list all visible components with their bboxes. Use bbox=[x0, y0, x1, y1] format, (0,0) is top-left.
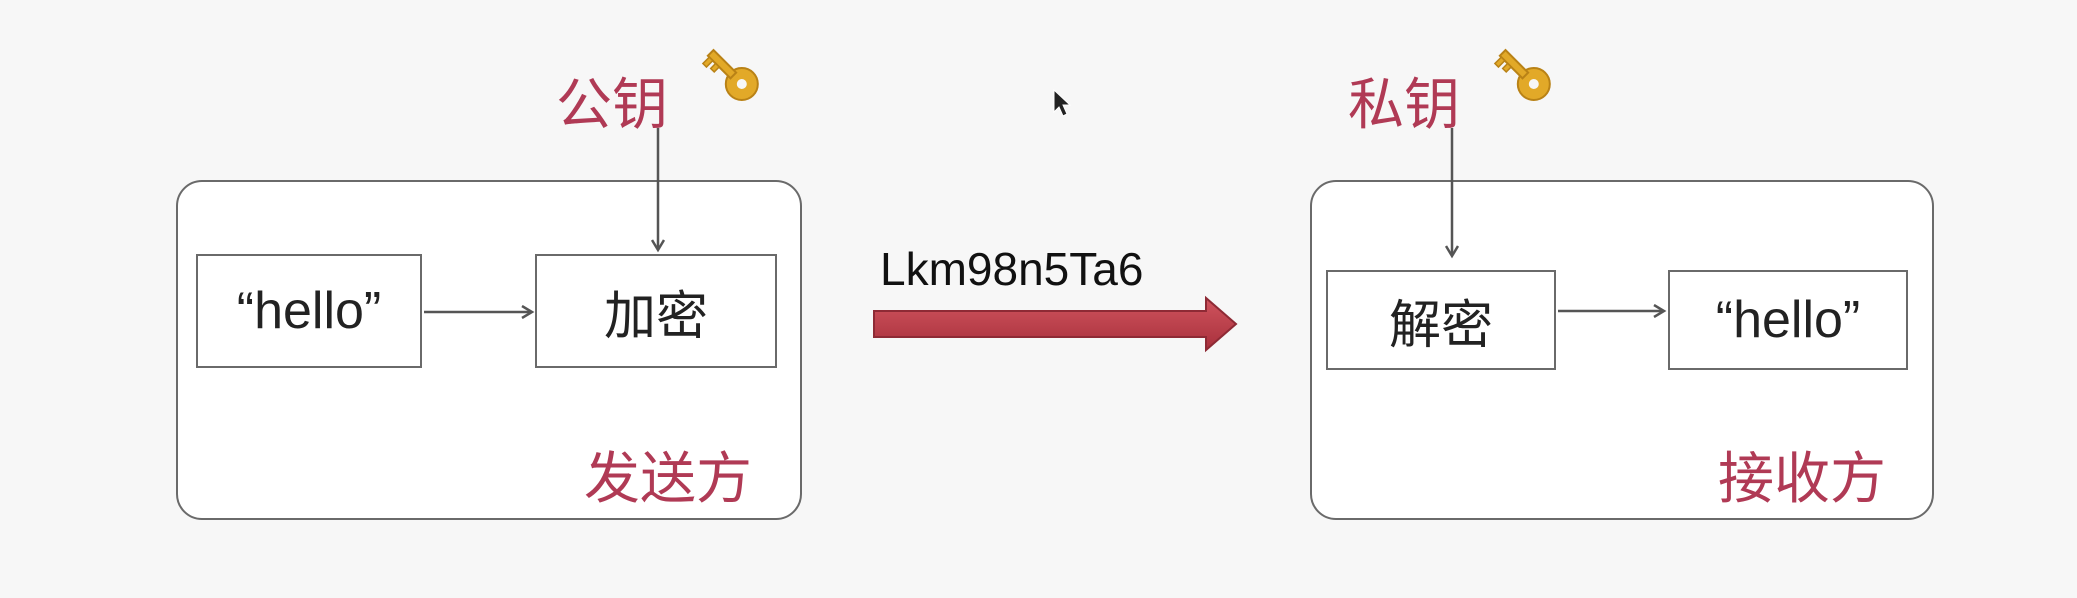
key-icon bbox=[701, 48, 759, 101]
key-icon bbox=[1493, 48, 1551, 101]
mouse-cursor-icon bbox=[1053, 88, 1072, 117]
receiver-role-label: 接收方 bbox=[1718, 447, 1886, 510]
receiver-plaintext: “hello” bbox=[1715, 291, 1861, 349]
sender-plaintext: “hello” bbox=[236, 282, 382, 340]
sender-plaintext-box: “hello” bbox=[196, 254, 422, 368]
public-key-label: 公钥 bbox=[556, 73, 668, 136]
decrypt-label: 解密 bbox=[1388, 296, 1493, 355]
transfer-arrow bbox=[873, 295, 1238, 353]
sender-role-label: 发送方 bbox=[584, 447, 752, 510]
encrypt-box: 加密 bbox=[535, 254, 777, 368]
decrypt-box: 解密 bbox=[1326, 270, 1556, 370]
encrypt-label: 加密 bbox=[603, 287, 708, 346]
ciphertext-label: Lkm98n5Ta6 bbox=[880, 243, 1144, 295]
private-key-label: 私钥 bbox=[1348, 73, 1460, 136]
receiver-plaintext-box: “hello” bbox=[1668, 270, 1908, 370]
